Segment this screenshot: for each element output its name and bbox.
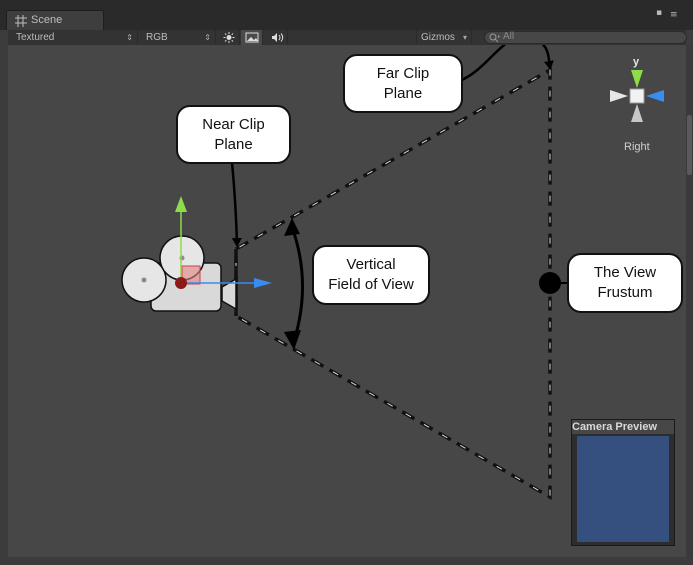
orientation-gizmo[interactable] bbox=[610, 70, 664, 122]
audio-toggle-button[interactable] bbox=[266, 30, 288, 45]
camera-preview-panel: Camera Preview bbox=[571, 419, 675, 546]
tab-label: Scene bbox=[31, 14, 63, 26]
camera-gizmo bbox=[121, 196, 272, 312]
fov-arc-arrow bbox=[284, 218, 305, 350]
grid-icon bbox=[15, 15, 27, 27]
search-icon bbox=[489, 33, 500, 43]
search-placeholder: All bbox=[503, 31, 515, 42]
image-toggle-icon bbox=[245, 32, 259, 43]
updown-icon: ⇕ bbox=[126, 33, 133, 42]
near-clip-arrow bbox=[230, 161, 242, 247]
image-toggle-button[interactable] bbox=[241, 30, 263, 45]
vertical-fov-callout: Vertical Field of View bbox=[312, 245, 430, 305]
color-mode-value: RGB bbox=[146, 32, 168, 43]
tab-scene[interactable]: Scene bbox=[6, 10, 104, 30]
lighting-toggle-button[interactable] bbox=[218, 30, 240, 45]
camera-preview-title: Camera Preview bbox=[572, 420, 674, 434]
gizmos-label: Gizmos bbox=[421, 32, 455, 43]
scene-viewport[interactable]: y Far Clip Plane Near Clip Plane Vertica… bbox=[8, 45, 686, 557]
scrollbar-thumb[interactable] bbox=[687, 115, 692, 175]
scene-canvas: y bbox=[121, 45, 664, 501]
color-mode-dropdown[interactable]: RGB ⇕ bbox=[142, 30, 216, 45]
frustum-pointer-dot bbox=[539, 272, 561, 294]
menu-icon[interactable]: ≡ bbox=[670, 10, 678, 20]
audio-toggle-icon bbox=[272, 33, 284, 42]
gizmo-view-label[interactable]: Right bbox=[624, 141, 650, 153]
updown-icon: ⇕ bbox=[204, 33, 211, 42]
render-mode-value: Textured bbox=[16, 32, 55, 43]
camera-preview-image bbox=[577, 436, 669, 542]
lighting-toggle-icon bbox=[223, 32, 235, 43]
far-clip-plane-callout: Far Clip Plane bbox=[343, 54, 463, 113]
scene-toolbar: Textured ⇕ RGB ⇕ Gizmos bbox=[8, 30, 687, 46]
search-input[interactable]: All bbox=[484, 31, 687, 44]
caret-down-icon: ▾ bbox=[462, 33, 467, 42]
gizmos-dropdown[interactable]: Gizmos ▾ bbox=[416, 30, 472, 45]
tab-bar: Scene ▪ ≡ bbox=[0, 0, 693, 30]
far-clip-arrow bbox=[454, 45, 554, 85]
near-clip-plane-callout: Near Clip Plane bbox=[176, 105, 291, 164]
maximize-icon[interactable]: ▪ bbox=[656, 8, 663, 18]
view-frustum-callout: The View Frustum bbox=[567, 253, 683, 313]
vertical-scrollbar[interactable] bbox=[686, 45, 693, 557]
render-mode-dropdown[interactable]: Textured ⇕ bbox=[12, 30, 138, 45]
gizmo-y-axis-label: y bbox=[633, 56, 640, 68]
